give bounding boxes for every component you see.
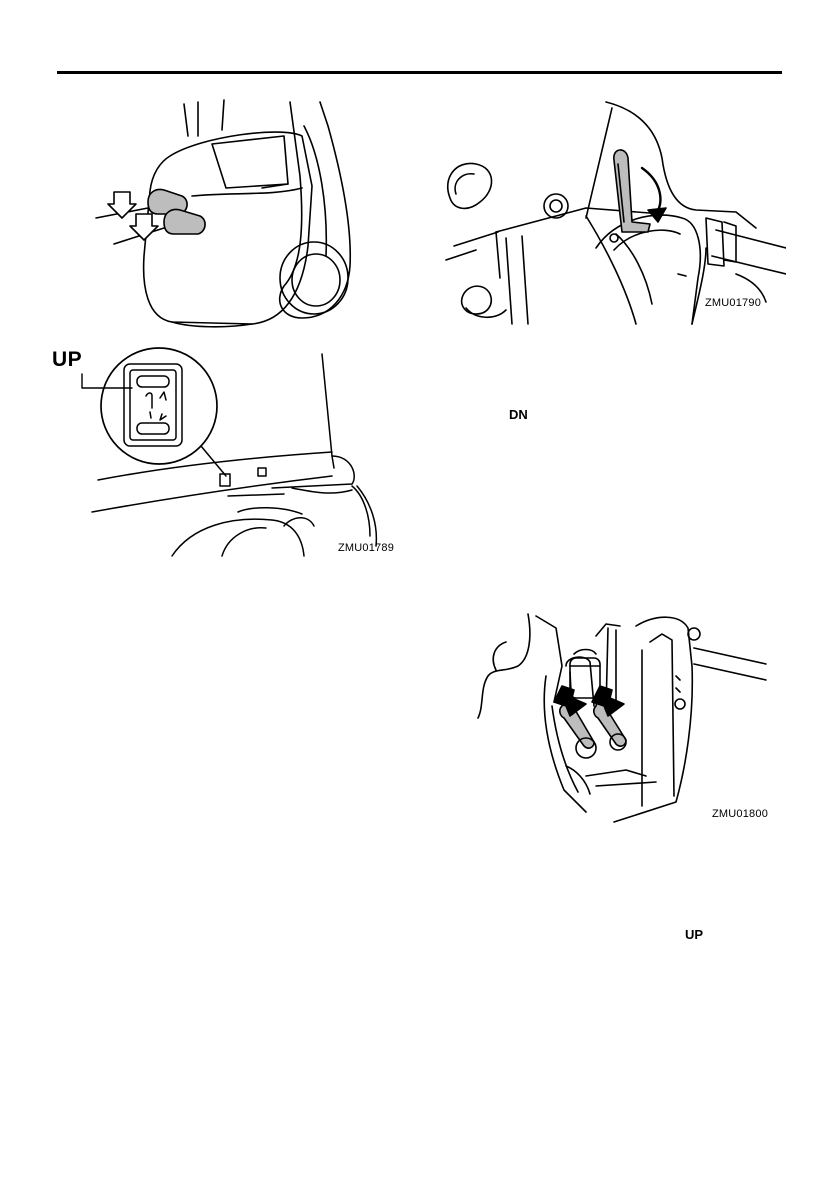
figure-manual-valve: ZMU01800 bbox=[466, 606, 782, 826]
figure-tilt-support-lever: ZMU01790 bbox=[436, 98, 786, 326]
label-dn: DN bbox=[509, 407, 528, 422]
figure-code: ZMU01789 bbox=[338, 542, 394, 554]
tilt-lever-illustration bbox=[436, 98, 786, 326]
callout-label-up: UP bbox=[52, 348, 82, 372]
remote-control-illustration bbox=[52, 96, 412, 566]
figure-code: ZMU01800 bbox=[712, 808, 768, 820]
manual-valve-illustration bbox=[466, 606, 782, 826]
figure-code: ZMU01790 bbox=[705, 297, 761, 309]
figure-remote-control-trim-switch: UP ZMU01789 bbox=[52, 96, 412, 566]
header-rule bbox=[57, 71, 782, 74]
label-up: UP bbox=[685, 927, 703, 942]
